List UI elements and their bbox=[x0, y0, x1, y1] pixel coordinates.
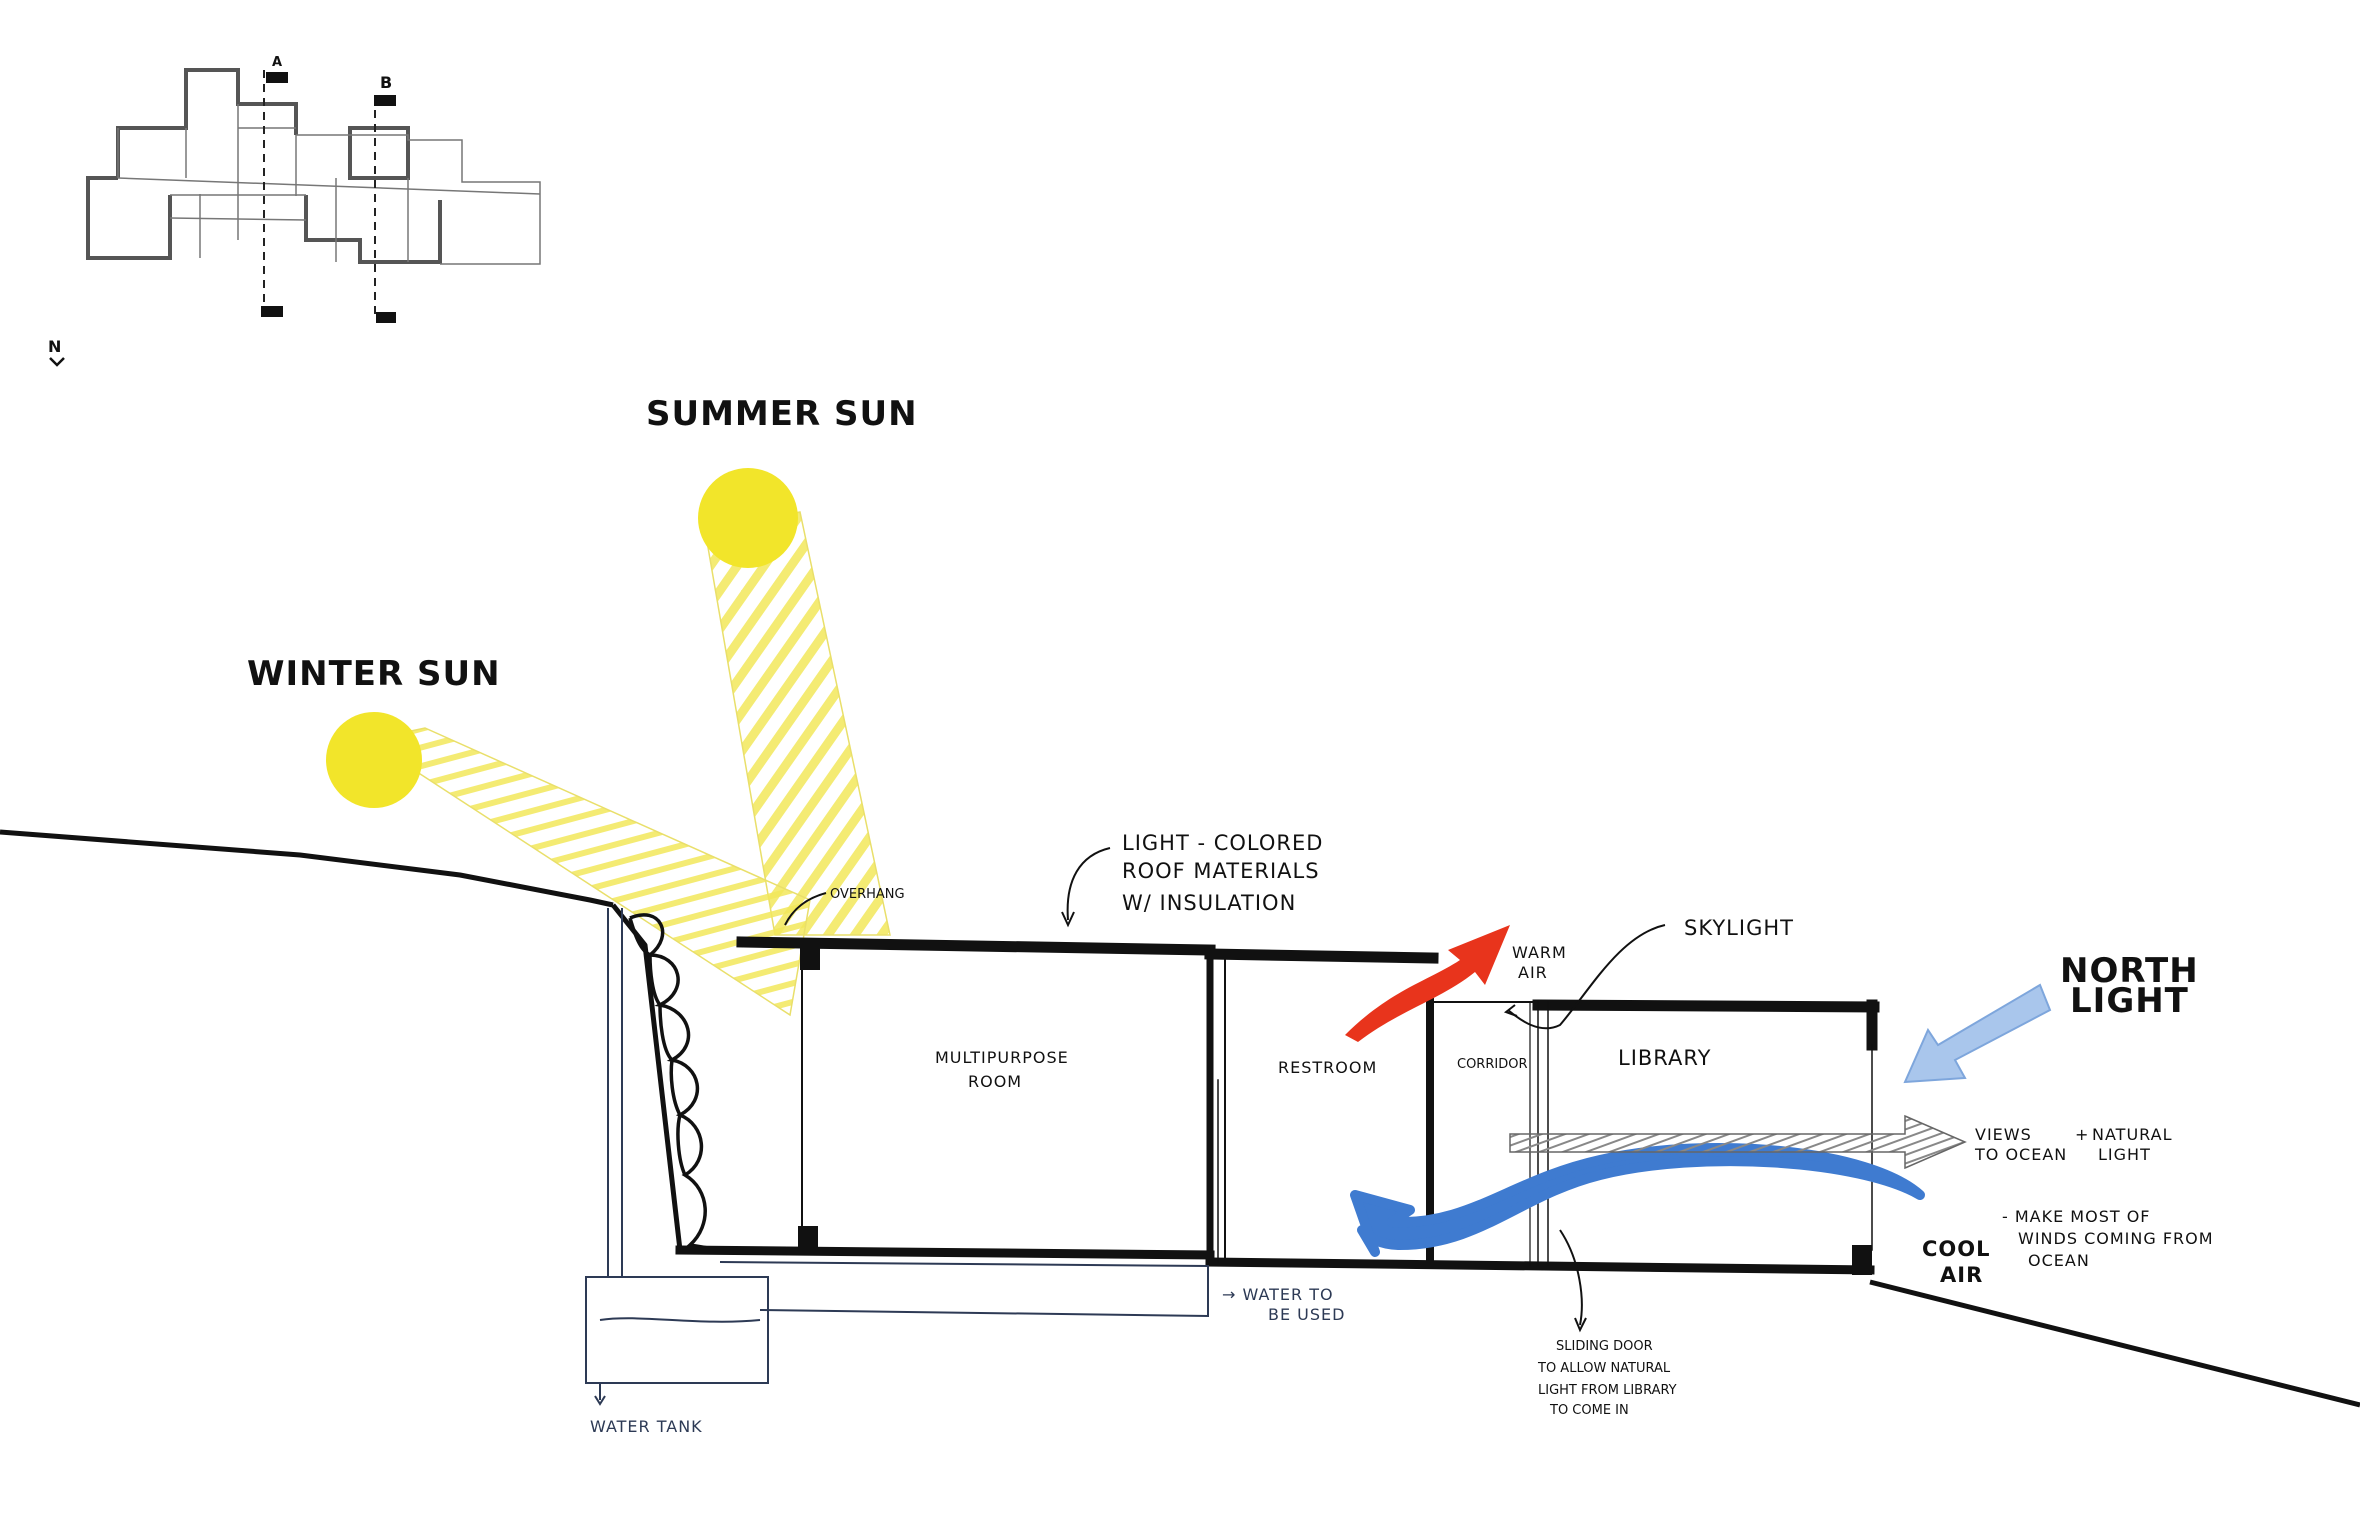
natural-light-label-line2: LIGHT bbox=[2098, 1145, 2151, 1164]
north-light-arrow bbox=[1903, 983, 2052, 1084]
water-use-label-line2: BE USED bbox=[1268, 1305, 1345, 1324]
cool-air-arrow bbox=[1350, 1142, 1925, 1257]
cool-air-label-line1: COOL bbox=[1922, 1237, 1991, 1261]
summer-sun-label: SUMMER SUN bbox=[646, 394, 918, 434]
sliding-door-note-line2: TO ALLOW NATURAL bbox=[1537, 1361, 1671, 1376]
section-cut-lines bbox=[263, 70, 376, 314]
views-label-line2: TO OCEAN bbox=[1974, 1145, 2067, 1164]
views-plus-label: + bbox=[2075, 1125, 2089, 1144]
north-light-label-line1: NORTH bbox=[2060, 951, 2199, 991]
sliding-door-note-line3: LIGHT FROM LIBRARY bbox=[1538, 1383, 1677, 1398]
sliding-door-note-line4: TO COME IN bbox=[1549, 1403, 1629, 1418]
roof-note-line3: W/ INSULATION bbox=[1122, 891, 1296, 915]
water-tank-label: WATER TANK bbox=[590, 1417, 703, 1436]
views-label-line1: VIEWS bbox=[1975, 1125, 2032, 1144]
cool-air-label-line2: AIR bbox=[1940, 1263, 1983, 1287]
room-label-multipurpose-line1: MULTIPURPOSE bbox=[935, 1048, 1069, 1067]
winds-note-line3: OCEAN bbox=[2028, 1251, 2090, 1270]
roof-note-line2: ROOF MATERIALS bbox=[1122, 859, 1320, 883]
room-label-restroom: RESTROOM bbox=[1278, 1058, 1377, 1077]
key-plan: A B N bbox=[48, 55, 541, 367]
north-light-label-line2: LIGHT bbox=[2070, 981, 2189, 1021]
winds-note-line2: WINDS COMING FROM bbox=[2018, 1229, 2214, 1248]
winter-sun-label: WINTER SUN bbox=[247, 654, 501, 694]
skylight-label: SKYLIGHT bbox=[1684, 916, 1794, 940]
north-arrow-icon bbox=[49, 357, 65, 367]
warm-air-arrow bbox=[1345, 925, 1510, 1042]
key-plan-thin-lines bbox=[117, 104, 541, 265]
warm-air-label-line2: AIR bbox=[1518, 963, 1548, 982]
water-use-label-line1: → WATER TO bbox=[1222, 1285, 1334, 1304]
room-label-corridor: CORRIDOR bbox=[1457, 1057, 1527, 1072]
section-b-label: B bbox=[380, 73, 393, 92]
building-structure bbox=[675, 936, 1880, 1275]
terrain-line bbox=[0, 829, 2360, 1408]
room-label-multipurpose-line2: ROOM bbox=[968, 1072, 1022, 1091]
section-cut-markers bbox=[261, 72, 396, 323]
key-plan-outline bbox=[86, 68, 442, 264]
warm-air-label-line1: WARM bbox=[1512, 943, 1567, 962]
views-arrow bbox=[1509, 1114, 1967, 1170]
natural-light-label-line1: NATURAL bbox=[2092, 1125, 2172, 1144]
roof-note-line1: LIGHT - COLORED bbox=[1122, 831, 1323, 855]
water-system bbox=[585, 908, 1209, 1406]
overhang-label: OVERHANG bbox=[830, 887, 905, 902]
section-a-label: A bbox=[272, 55, 282, 70]
winter-sun-icon bbox=[326, 712, 422, 808]
leader-lines bbox=[784, 847, 1666, 1333]
north-label: N bbox=[48, 337, 62, 356]
sliding-door-note-line1: SLIDING DOOR bbox=[1556, 1339, 1653, 1354]
retaining-rocks bbox=[628, 913, 721, 1252]
room-label-library: LIBRARY bbox=[1618, 1046, 1711, 1070]
winds-note-line1: - MAKE MOST OF bbox=[2002, 1207, 2151, 1226]
summer-sun-icon bbox=[698, 468, 798, 568]
water-tank-arrow-icon bbox=[594, 1395, 606, 1406]
